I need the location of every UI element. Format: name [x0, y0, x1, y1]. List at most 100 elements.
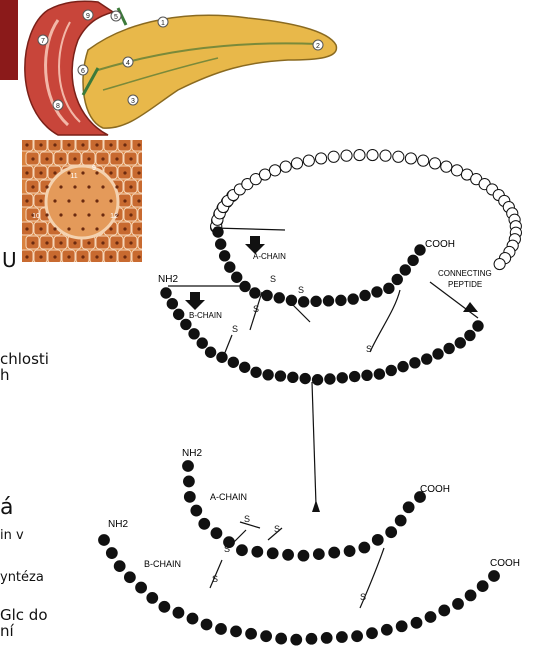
b-chain-residue	[465, 590, 476, 601]
a-chain-residue	[313, 549, 324, 560]
a-chain-residue	[311, 296, 321, 306]
a-chain-residue	[298, 297, 308, 307]
b-chain-residue	[136, 582, 147, 593]
connecting-peptide-label: CONNECTING	[438, 269, 492, 278]
b-chain-residue	[489, 571, 500, 582]
b-chain-residue	[473, 321, 483, 331]
a-chain-residue	[252, 546, 263, 557]
b-chain-residue	[422, 354, 432, 364]
a-chain-residue	[232, 272, 242, 282]
c-peptide-residue	[393, 151, 404, 162]
b-chain-residue	[398, 361, 408, 371]
disulfide-label: S	[212, 574, 218, 584]
b-chain-residue	[124, 572, 135, 583]
b-chain-residue	[477, 581, 488, 592]
a-chain-residue	[415, 245, 425, 255]
b-chain-residue	[291, 634, 302, 645]
b-chain-residue	[411, 617, 422, 628]
b-chain-residue	[367, 628, 378, 639]
b-chain-residue	[465, 330, 475, 340]
a-chain-residue	[283, 549, 294, 560]
b-chain-residue	[336, 632, 347, 643]
a-chain-residue	[286, 295, 296, 305]
a-chain-residue	[348, 294, 358, 304]
disulfide-label: S	[360, 592, 366, 602]
a-chain-residue	[372, 287, 382, 297]
b-chain-residue	[312, 375, 322, 385]
b-chain-arrow	[185, 292, 205, 310]
c-peptide-residue	[405, 153, 416, 164]
a-chain-residue	[219, 251, 229, 261]
c-peptide-residue	[341, 150, 352, 161]
c-peptide-residue	[380, 150, 391, 161]
a-chain-residue	[262, 290, 272, 300]
proinsulin-cooh-label: COOH	[425, 239, 455, 250]
a-chain-residue	[323, 296, 333, 306]
a-chain-residue	[403, 502, 414, 513]
b-chain-residue	[386, 365, 396, 375]
conversion-arrow	[312, 500, 320, 512]
proinsulin-nh2-label: NH2	[158, 274, 178, 285]
b-chain-residue	[261, 631, 272, 642]
b-chain-residue	[159, 601, 170, 612]
a-chain-residue	[184, 476, 195, 487]
a-chain-residue	[336, 295, 346, 305]
disulfide-label: S	[298, 285, 304, 295]
insulin-b-chain	[99, 535, 500, 645]
proinsulin-a-chain	[213, 227, 425, 307]
a-chain-residue	[360, 290, 370, 300]
a-chain-residue	[213, 227, 223, 237]
b-chain-residue	[276, 633, 287, 644]
b-chain-residue	[381, 624, 392, 635]
b-chain-residue	[173, 607, 184, 618]
b-chain-residue	[228, 357, 238, 367]
connecting-peptide-label: PEPTIDE	[448, 280, 482, 289]
b-chain-residue	[455, 338, 465, 348]
a-chain-residue	[240, 281, 250, 291]
b-chain-residue	[263, 370, 273, 380]
proinsulin-a-chain-label: A-CHAIN	[253, 252, 286, 261]
c-peptide-residue	[494, 258, 505, 269]
c-peptide-residue	[441, 161, 452, 172]
a-chain-residue	[329, 547, 340, 558]
a-chain-residue	[400, 265, 410, 275]
a-chain-residue	[395, 515, 406, 526]
a-chain-residue	[237, 545, 248, 556]
a-chain-residue	[392, 274, 402, 284]
a-chain-residue	[274, 293, 284, 303]
a-chain-residue	[298, 550, 309, 561]
proinsulin-b-chain	[161, 288, 483, 385]
b-chain-residue	[410, 358, 420, 368]
disulfide-label: S	[232, 324, 238, 334]
a-chain-residue	[386, 527, 397, 538]
b-chain-residue	[181, 319, 191, 329]
b-chain-residue	[187, 613, 198, 624]
b-chain-residue	[205, 347, 215, 357]
b-chain-residue	[321, 633, 332, 644]
b-chain-residue	[147, 592, 158, 603]
b-chain-residue	[251, 367, 261, 377]
b-chain-residue	[173, 309, 183, 319]
b-chain-residue	[374, 369, 384, 379]
b-chain-residue	[453, 598, 464, 609]
a-chain-residue	[183, 461, 194, 472]
c-peptide-residue	[269, 165, 280, 176]
a-chain-residue	[359, 542, 370, 553]
a-chain-residue	[215, 239, 225, 249]
insulin-b-nh2-label: NH2	[108, 519, 128, 530]
a-chain-residue	[184, 491, 195, 502]
b-chain-residue	[362, 370, 372, 380]
c-peptide-residue	[280, 161, 291, 172]
b-chain-residue	[114, 561, 125, 572]
insulin-b-cooh-label: COOH	[490, 558, 520, 569]
b-chain-residue	[106, 548, 117, 559]
a-chain-residue	[267, 548, 278, 559]
insulin-b-chain-label: B-CHAIN	[144, 559, 181, 569]
c-peptide-residue	[354, 149, 365, 160]
b-chain-residue	[240, 362, 250, 372]
b-chain-residue	[216, 624, 227, 635]
insulin-a-cooh-label: COOH	[420, 484, 450, 495]
b-chain-residue	[231, 626, 242, 637]
a-chain-residue	[191, 505, 202, 516]
